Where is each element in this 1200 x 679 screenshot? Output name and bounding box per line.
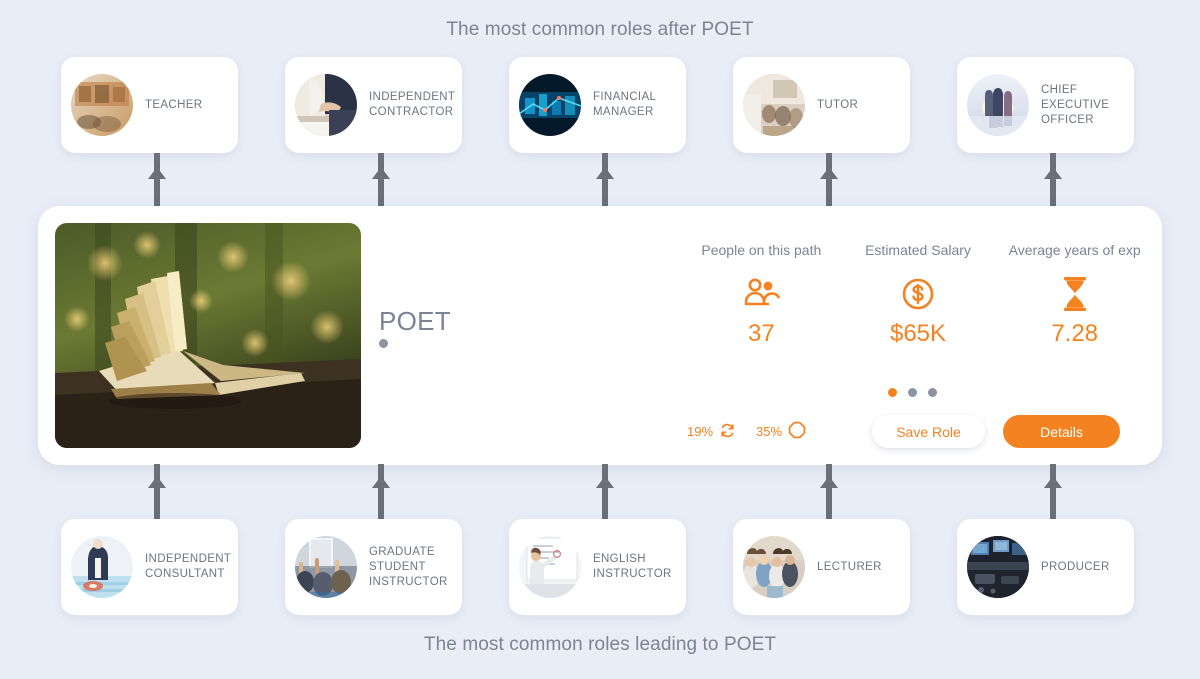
carousel-dot-3[interactable] (927, 388, 937, 397)
stat-estimated-salary: Estimated Salary $65K (840, 242, 997, 348)
consultant-by-water-photo (71, 536, 133, 598)
octagon-outline-icon (788, 421, 806, 442)
connector-arrow-up (368, 153, 394, 209)
role-card-graduate-student-instructor[interactable]: GRADUATE STUDENT INSTRUCTOR (285, 519, 462, 615)
current-role-card: POET People on this path 37 Estimated Sa… (38, 206, 1162, 465)
classroom-lecture-hall-photo (71, 74, 133, 136)
role-card-independent-consultant[interactable]: INDEPENDENT CONSULTANT (61, 519, 238, 615)
executives-silhouette-photo (967, 74, 1029, 136)
teacher-at-whiteboard-photo (519, 536, 581, 598)
role-card-label: PRODUCER (1041, 560, 1110, 573)
stat-people-on-this-path: People on this path 37 (683, 242, 840, 348)
dollar-circle-icon (840, 274, 997, 314)
connector-arrow-up (1040, 464, 1066, 520)
connector-arrow-up (592, 153, 618, 209)
stat-average-years-of-exp: Average years of exp 7.28 (996, 242, 1153, 348)
students-in-classroom-photo (743, 74, 805, 136)
role-card-label: INDEPENDENT CONSULTANT (145, 553, 232, 580)
stat-value: 7.28 (1051, 320, 1099, 347)
role-card-label: ENGLISH INSTRUCTOR (593, 553, 672, 580)
rotate-arrows-icon (719, 422, 736, 442)
roles-after-row: TEACHER INDEPENDENT CONTRACTOR FINANCIAL… (0, 57, 1200, 153)
metric-value: 35% (756, 424, 783, 439)
connector-arrow-up (368, 464, 394, 520)
role-card-label: TUTOR (817, 98, 859, 111)
page-title-bottom: The most common roles leading to POET (423, 634, 777, 655)
role-card-label: GRADUATE STUDENT INSTRUCTOR (369, 545, 448, 588)
role-card-label: INDEPENDENT CONTRACTOR (369, 91, 456, 118)
role-card-independent-contractor[interactable]: INDEPENDENT CONTRACTOR (285, 57, 462, 153)
connector-arrow-up (144, 153, 170, 209)
role-card-financial-manager[interactable]: FINANCIAL MANAGER (509, 57, 686, 153)
page-title: POET (379, 306, 451, 336)
role-card-label: TEACHER (145, 98, 203, 111)
page-title-top: The most common roles after POET (446, 19, 754, 40)
current-role-title-group: POET (379, 306, 451, 348)
role-card-tutor[interactable]: TUTOR (733, 57, 910, 153)
role-card-chief-executive-officer[interactable]: CHIEF EXECUTIVE OFFICER (957, 57, 1134, 153)
audience-group-photo (743, 536, 805, 598)
stat-label: People on this path (701, 242, 822, 258)
stat-label: Estimated Salary (865, 242, 971, 258)
save-role-button[interactable]: Save Role (872, 415, 985, 448)
metrics-group: 19% 35% (687, 421, 806, 442)
roles-leading-to-row: INDEPENDENT CONSULTANT GRADUATE STUDENT … (0, 519, 1200, 615)
carousel-dot-1[interactable] (887, 388, 897, 397)
hourglass-icon (996, 274, 1153, 314)
handshake-over-desk-photo (295, 74, 357, 136)
carousel-dots[interactable] (872, 388, 952, 397)
blue-stock-data-photo (519, 74, 581, 136)
stat-label: Average years of exp (1008, 242, 1141, 258)
connector-arrow-up (816, 153, 842, 209)
people-icon (683, 274, 840, 314)
role-card-lecturer[interactable]: LECTURER (733, 519, 910, 615)
card-actions: Save Role Details (872, 415, 1120, 448)
metric-value: 19% (687, 424, 714, 439)
production-control-room-photo (967, 536, 1029, 598)
role-card-producer[interactable]: PRODUCER (957, 519, 1134, 615)
role-card-teacher[interactable]: TEACHER (61, 57, 238, 153)
details-button[interactable]: Details (1003, 415, 1120, 448)
stat-value: $65K (889, 320, 947, 347)
connector-arrow-up (592, 464, 618, 520)
role-card-label: FINANCIAL MANAGER (593, 91, 657, 118)
metric-retention: 35% (756, 421, 806, 442)
connector-arrow-up (144, 464, 170, 520)
role-card-label: CHIEF EXECUTIVE OFFICER (1041, 83, 1110, 126)
stat-value: 37 (747, 320, 775, 347)
role-card-label: LECTURER (817, 560, 882, 573)
connector-arrow-up (1040, 153, 1066, 209)
role-card-english-instructor[interactable]: ENGLISH INSTRUCTOR (509, 519, 686, 615)
students-raising-hands-photo (295, 536, 357, 598)
stats-group: People on this path 37 Estimated Salary … (683, 242, 1153, 348)
carousel-dot-2[interactable] (907, 388, 917, 397)
metric-turnover: 19% (687, 422, 736, 442)
connector-arrow-up (816, 464, 842, 520)
role-indicator-dot (379, 339, 388, 348)
open-book-on-railing-photo (55, 223, 361, 448)
